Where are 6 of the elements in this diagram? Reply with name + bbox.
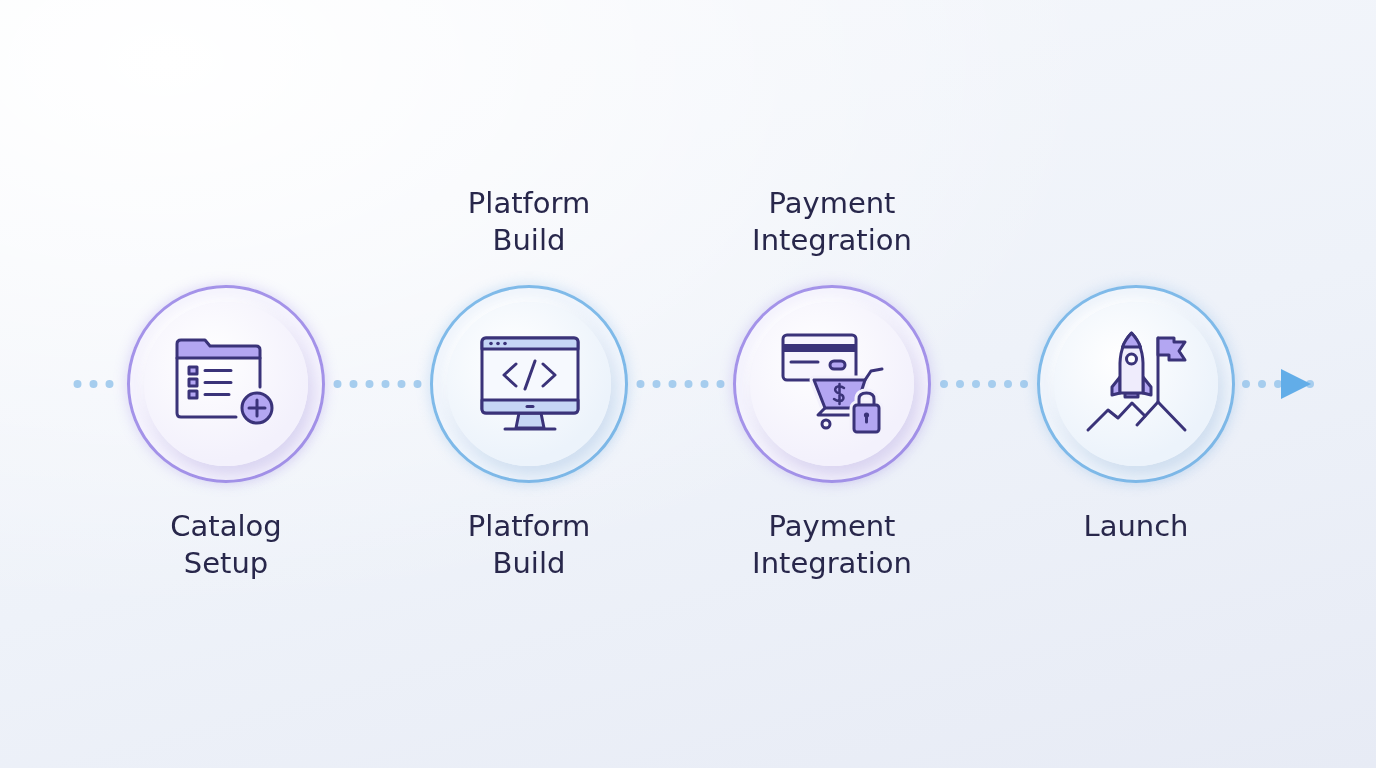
step-label: Payment Integration	[752, 185, 912, 259]
step-label: Launch	[1083, 508, 1189, 545]
step-label: Catalog Setup	[170, 508, 282, 582]
step-label: Platform Build	[467, 185, 591, 259]
step-label: Payment Integration	[752, 508, 912, 582]
step-label: Platform Build	[467, 508, 591, 582]
